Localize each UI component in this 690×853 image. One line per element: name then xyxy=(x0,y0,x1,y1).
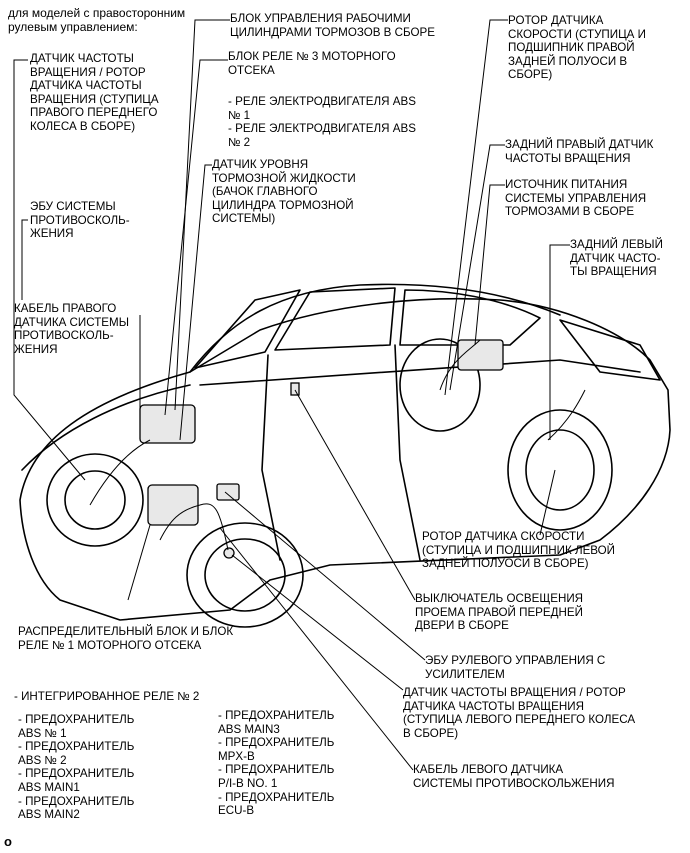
label-rotor-left-rear: РОТОР ДАТЧИКА СКОРОСТИ (СТУПИЦА И ПОДШИП… xyxy=(422,530,616,571)
label-fuses-left: - ПРЕДОХРАНИТЕЛЬ ABS № 1 - ПРЕДОХРАНИТЕЛ… xyxy=(18,713,135,822)
label-steering-ecu: ЭБУ РУЛЕВОГО УПРАВЛЕНИЯ С УСИЛИТЕЛЕМ xyxy=(425,654,606,681)
label-integrated-relay: - ИНТЕГРИРОВАННОЕ РЕЛЕ № 2 xyxy=(14,690,200,703)
label-rear-left-sensor: ЗАДНИЙ ЛЕВЫЙ ДАТЧИК ЧАСТО- ТЫ ВРАЩЕНИЯ xyxy=(570,238,663,279)
label-rear-right-sensor: ЗАДНИЙ ПРАВЫЙ ДАТЧИК ЧАСТОТЫ ВРАЩЕНИЯ xyxy=(505,138,654,165)
roof-line xyxy=(189,283,561,373)
taillight xyxy=(559,319,661,381)
windshield xyxy=(194,289,301,369)
power-source-box xyxy=(457,339,504,371)
steering-ecu-box xyxy=(216,483,240,501)
label-fuses-right: - ПРЕДОХРАНИТЕЛЬ ABS MAIN3 - ПРЕДОХРАНИТ… xyxy=(218,709,335,818)
belt-line xyxy=(199,359,641,386)
label-cable-left: КАБЕЛЬ ЛЕВОГО ДАТЧИКА СИСТЕМЫ ПРОТИВОСКО… xyxy=(413,763,615,790)
label-relay-block-3: БЛОК РЕЛЕ № 3 МОТОРНОГО ОТСЕКА xyxy=(228,50,396,77)
front-right-wheel xyxy=(46,453,144,547)
rear-right-wheel xyxy=(399,338,481,432)
front-left-sensor-part xyxy=(223,547,235,559)
front-door-line xyxy=(261,354,281,561)
rhd-header: для моделей с правосторонним рулевым упр… xyxy=(8,6,186,34)
label-relay-list: - РЕЛЕ ЭЛЕКТРОДВИГАТЕЛЯ ABS № 1 - РЕЛЕ Э… xyxy=(228,95,416,149)
door-switch-part xyxy=(290,382,300,396)
label-ecu-skid: ЭБУ СИСТЕМЫ ПРОТИВОСКОЛЬ- ЖЕНИЯ xyxy=(30,200,130,241)
rear-door-line xyxy=(394,344,421,561)
label-fluid-level: ДАТЧИК УРОВНЯ ТОРМОЗНОЙ ЖИДКОСТИ (БАЧОК … xyxy=(212,158,356,226)
label-front-left-sensor: ДАТЧИК ЧАСТОТЫ ВРАЩЕНИЯ / РОТОР ДАТЧИКА … xyxy=(403,686,636,740)
rear-side-window xyxy=(399,289,541,346)
corner-mark: o xyxy=(4,834,12,849)
front-side-window xyxy=(274,287,396,351)
label-cable-right: КАБЕЛЬ ПРАВОГО ДАТЧИКА СИСТЕМЫ ПРОТИВОСК… xyxy=(14,302,129,356)
brake-actuator-block xyxy=(139,404,196,444)
car-body-outline xyxy=(19,297,671,621)
label-junction-block: РАСПРЕДЕЛИТЕЛЬНЫЙ БЛОК И БЛОК РЕЛЕ № 1 М… xyxy=(18,625,234,652)
rear-left-wheel xyxy=(507,409,613,531)
label-front-right-sensor: ДАТЧИК ЧАСТОТЫ ВРАЩЕНИЯ / РОТОР ДАТЧИКА … xyxy=(30,52,159,133)
label-power-source: ИСТОЧНИК ПИТАНИЯ СИСТЕМЫ УПРАВЛЕНИЯ ТОРМ… xyxy=(505,178,647,219)
front-left-wheel xyxy=(186,522,304,628)
label-brake-actuator: БЛОК УПРАВЛЕНИЯ РАБОЧИМИ ЦИЛИНДРАМИ ТОРМ… xyxy=(230,12,435,39)
label-rotor-right-rear: РОТОР ДАТЧИКА СКОРОСТИ (СТУПИЦА И ПОДШИП… xyxy=(508,14,646,82)
junction-block-box xyxy=(147,484,199,526)
label-door-switch: ВЫКЛЮЧАТЕЛЬ ОСВЕЩЕНИЯ ПРОЕМА ПРАВОЙ ПЕРЕ… xyxy=(415,592,584,633)
hood-line xyxy=(21,384,191,471)
